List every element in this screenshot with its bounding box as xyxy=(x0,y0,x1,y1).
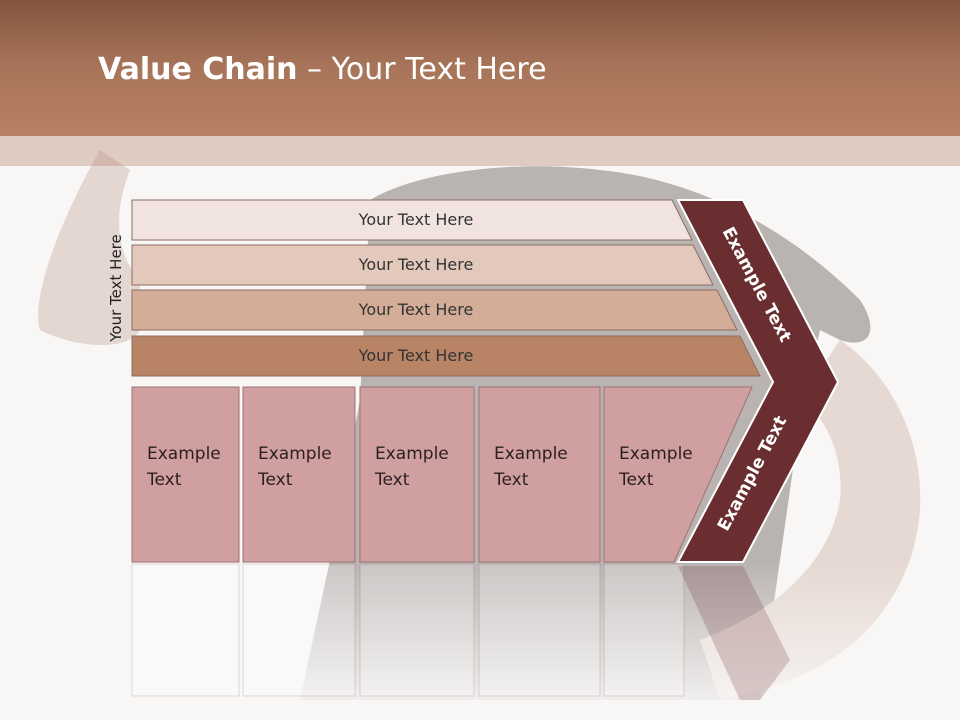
cell-label-line1: Example xyxy=(147,444,221,464)
row-bar xyxy=(131,244,714,286)
cell-label-line2: Text xyxy=(493,470,529,490)
row-bar xyxy=(131,199,693,241)
reflection-box xyxy=(478,563,601,697)
row-bar xyxy=(131,289,738,331)
title-rest: – Your Text Here xyxy=(297,52,547,87)
arm-shape xyxy=(38,150,141,345)
reflection-box xyxy=(359,563,475,697)
cell-label-line1: Example xyxy=(375,444,449,464)
reflection xyxy=(131,563,685,697)
row-label: Your Text Here xyxy=(358,300,474,319)
cell-box xyxy=(359,386,475,563)
header-bar xyxy=(0,0,960,136)
reflection-box xyxy=(242,563,356,697)
cell-label-line1: Example xyxy=(619,444,693,464)
cell-label-line2: Text xyxy=(374,470,410,490)
row-label: Your Text Here xyxy=(358,255,474,274)
slide-title: Value Chain – Your Text Here xyxy=(98,52,547,87)
cell-label-line1: Example xyxy=(494,444,568,464)
header-band xyxy=(0,136,960,166)
reflection-box xyxy=(603,563,685,697)
title-bold: Value Chain xyxy=(98,52,298,87)
row-bar xyxy=(131,335,761,377)
cell-label-line2: Text xyxy=(618,470,654,490)
cell-box xyxy=(131,386,240,563)
chevron-arrow xyxy=(676,199,840,563)
cell-box xyxy=(242,386,356,563)
row-label: Your Text Here xyxy=(358,210,474,229)
cell-label-line1: Example xyxy=(258,444,332,464)
reflection-box xyxy=(131,563,240,697)
cell-box xyxy=(478,386,601,563)
cell-box xyxy=(603,386,753,563)
cell-label-line2: Text xyxy=(146,470,182,490)
row-label: Your Text Here xyxy=(358,346,474,365)
chevron-reflection xyxy=(678,566,790,700)
cell-label-line2: Text xyxy=(257,470,293,490)
